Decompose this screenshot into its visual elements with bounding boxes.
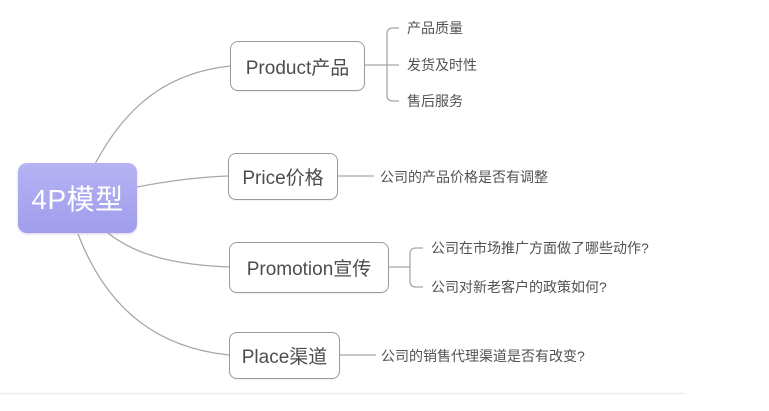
leaf-node-marketing-actions[interactable]: 公司在市场推广方面做了哪些动作?: [431, 240, 649, 256]
branch-node-promotion[interactable]: Promotion宣传: [229, 242, 389, 293]
leaf-node-customer-policy[interactable]: 公司对新老客户的政策如何?: [431, 279, 607, 295]
branch-node-label: Product产品: [245, 57, 350, 79]
branch-node-place[interactable]: Place渠道: [229, 332, 340, 379]
branch-node-product[interactable]: Product产品: [230, 41, 365, 91]
leaf-node-after-sales-service[interactable]: 售后服务: [407, 93, 463, 109]
branch-node-price[interactable]: Price价格: [228, 153, 338, 200]
connector-root-product: [94, 65, 231, 165]
connector-promotion-bracket: [409, 247, 423, 288]
connector-root-place: [77, 233, 230, 356]
connector-product-bracket: [386, 27, 399, 102]
root-node-4p-model[interactable]: 4P模型: [18, 163, 137, 233]
leaf-node-sales-channel-change[interactable]: 公司的销售代理渠道是否有改变?: [381, 348, 585, 364]
leaf-node-price-adjustment[interactable]: 公司的产品价格是否有调整: [380, 169, 548, 185]
leaf-node-product-quality[interactable]: 产品质量: [407, 20, 463, 36]
branch-node-label: Place渠道: [241, 347, 328, 368]
branch-node-label: Promotion宣传: [246, 259, 372, 280]
connector-root-promotion: [107, 232, 230, 268]
root-node-label: 4P模型: [31, 184, 124, 215]
leaf-node-delivery-timeliness[interactable]: 发货及时性: [407, 57, 477, 73]
connector-root-price: [136, 175, 229, 188]
branch-node-label: Price价格: [242, 168, 324, 189]
